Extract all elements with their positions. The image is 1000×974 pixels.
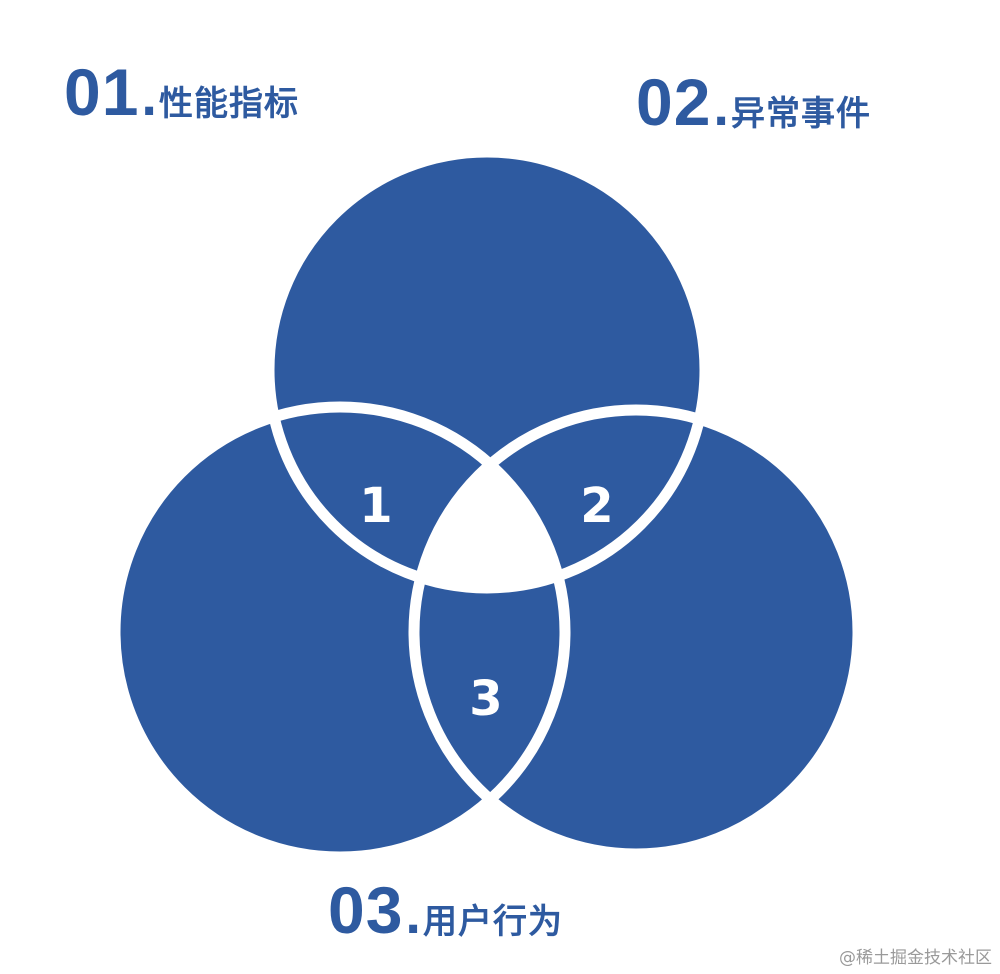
- set-label-performance: 01 . 性能指标: [64, 54, 299, 130]
- set-separator: .: [713, 74, 729, 137]
- set-label-exceptions: 02 . 异常事件: [636, 64, 871, 140]
- region-label-2: 2: [580, 478, 613, 534]
- set-number: 03: [328, 873, 404, 947]
- outline-top: [263, 146, 711, 594]
- set-label-user-behavior: 03 . 用户行为: [328, 872, 563, 948]
- set-separator: .: [141, 64, 157, 127]
- outline-left: [109, 401, 571, 863]
- triple-intersection: [414, 410, 565, 588]
- set-title: 用户行为: [422, 902, 563, 942]
- watermark: @稀土掘金技术社区: [839, 948, 992, 968]
- set-number: 02: [636, 65, 712, 139]
- outline-right: [408, 404, 864, 860]
- region-label-3: 3: [469, 671, 502, 727]
- set-title: 异常事件: [730, 94, 871, 134]
- set-number: 01: [64, 55, 140, 129]
- set-title: 性能指标: [158, 84, 299, 124]
- region-label-1: 1: [359, 478, 392, 534]
- set-separator: .: [405, 882, 421, 945]
